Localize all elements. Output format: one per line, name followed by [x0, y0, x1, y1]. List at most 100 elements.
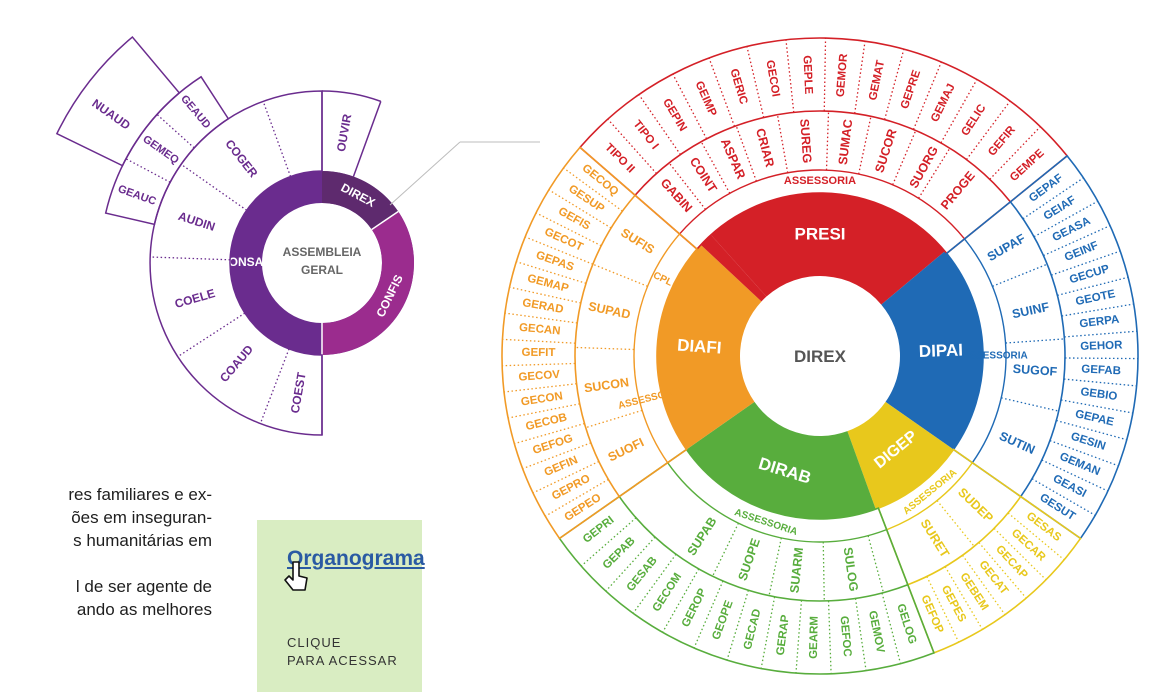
region-outline [679, 169, 966, 240]
divider-line [502, 362, 576, 367]
sub-unit-label: GEHOR [1080, 339, 1123, 352]
unit-label: COINT [687, 155, 720, 196]
body-line: res familiares e ex- [68, 485, 212, 504]
unit-label: COEST [288, 371, 309, 415]
divider-line [371, 210, 399, 231]
center-label: ASSEMBLEIA [283, 245, 362, 259]
divider-line [1060, 399, 1133, 414]
divider-line [746, 46, 765, 118]
sub-unit-label: GEMAT [867, 59, 887, 101]
region-outline [558, 448, 935, 675]
divider-line [936, 500, 975, 547]
sub-unit-label: GEFOC [838, 615, 854, 657]
divider-line [535, 212, 602, 247]
sub-unit-label: GECAD [742, 608, 764, 651]
divider-line [776, 114, 789, 173]
unit-label: SUOFI [606, 435, 646, 464]
divider-line [760, 596, 776, 669]
sub-unit-label: NUAUD [89, 96, 133, 133]
unit-label: SUGOF [1012, 362, 1058, 379]
divider-line [1057, 276, 1129, 296]
divider-line [785, 39, 795, 113]
divider-line [1005, 338, 1065, 344]
assessoria-label: ASSESSORIA [784, 175, 856, 187]
caption-line: PARA ACESSAR [287, 653, 398, 668]
sub-unit-label: GEINF [1063, 240, 1100, 264]
divider-line [1007, 512, 1065, 561]
unit-label: SUARM [787, 547, 806, 594]
divider-line [1064, 330, 1138, 338]
region-outline [886, 462, 973, 531]
sub-unit-label: GEPRE [899, 68, 923, 110]
divider-line [516, 261, 587, 284]
unit-label: SUOPE [735, 537, 762, 583]
divider-line [607, 118, 658, 174]
sub-unit-label: GEARM [808, 616, 821, 659]
directorate-label: PRESI [794, 224, 845, 243]
unit-label: COELE [173, 286, 217, 311]
body-text: res familiares e ex- ões em inseguran- s… [0, 483, 212, 621]
ring-outline [149, 90, 323, 436]
unit-label: SUCOR [872, 127, 899, 174]
divider-line [940, 79, 978, 144]
divider-line [514, 422, 585, 445]
divider-line [1064, 357, 1138, 360]
divider-line [735, 125, 757, 182]
ring-outline [55, 35, 181, 167]
sub-unit-label: GEMOR [835, 53, 850, 98]
unit-label: SUPAB [685, 515, 720, 559]
divider-line [1043, 225, 1111, 257]
main-ring-diagram: DIREXPRESIDIPAIDIGEPDIRABDIAFIGABINCOINT… [501, 37, 1139, 675]
unit-label: OUVIR [334, 113, 354, 153]
divider-line [926, 576, 960, 643]
ring-label: CONSAD [220, 255, 272, 269]
divider-line [978, 542, 1027, 599]
divider-line [883, 49, 905, 120]
directorate-segment [700, 234, 767, 302]
sub-unit-label: GEFOP [918, 593, 945, 635]
organogram-card[interactable]: Organograma CLIQUE PARA ACESSAR [257, 520, 425, 692]
unit-label: SUFIS [618, 226, 657, 257]
unit-label: CRIAR [753, 127, 777, 169]
divider-line [1063, 378, 1137, 387]
center-label: DIREX [794, 347, 847, 366]
divider-line [1033, 200, 1099, 238]
divider-line [592, 263, 648, 287]
divider-line [854, 41, 866, 114]
divider-line [502, 338, 576, 344]
divider-line [1031, 478, 1096, 516]
region-outline [501, 146, 699, 540]
divider-line [259, 348, 290, 424]
sub-unit-label: GEFIN [543, 454, 580, 479]
divider-line [708, 57, 736, 127]
unit-label: GABIN [658, 176, 695, 215]
sub-unit-label: GEPIN [660, 97, 689, 134]
region-outline [574, 194, 636, 497]
divider-line [858, 116, 872, 175]
organograma-link[interactable]: Organograma [287, 547, 425, 570]
divider-line [867, 535, 885, 593]
divider-line [823, 38, 827, 112]
sub-unit-label: GEBIO [1080, 386, 1118, 403]
divider-line [965, 100, 1011, 160]
divider-line [881, 592, 902, 664]
divider-line [795, 600, 803, 674]
left-ring-diagram: ASSEMBLEIAGERALDIREXCONFISCONSADOUVIRCOG… [55, 35, 414, 436]
sub-unit-label: TIPO I [631, 118, 661, 152]
divider-line [156, 113, 195, 149]
divider-line [854, 598, 867, 671]
divider-line [825, 111, 830, 171]
unit-label: SUDEP [955, 485, 996, 525]
unit-label: AUDIN [176, 209, 216, 234]
directorate-segment [686, 401, 876, 519]
divider-line [693, 580, 724, 649]
sub-unit-label: GEASA [1051, 215, 1093, 244]
divider-line [632, 553, 677, 614]
divider-line [1001, 397, 1059, 412]
sub-unit-label: GEMPE [1008, 147, 1047, 184]
unit-label: SUREG [797, 118, 814, 163]
region-outline [667, 462, 887, 543]
divider-line [1051, 250, 1121, 276]
